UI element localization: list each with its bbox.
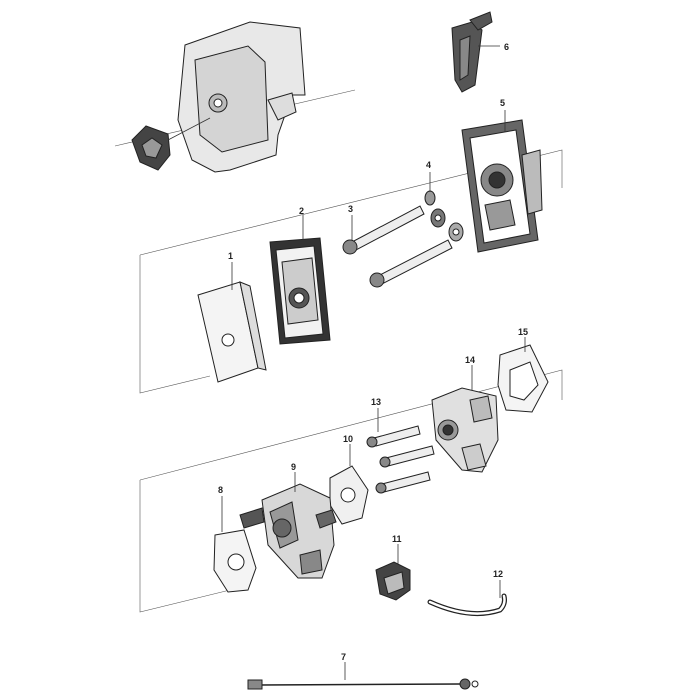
part-15-gasket	[497, 337, 549, 413]
callout-4: 4	[426, 160, 431, 170]
callout-15: 15	[518, 327, 528, 337]
callout-11: 11	[392, 534, 402, 544]
callout-5: 5	[500, 98, 505, 108]
callout-12: 12	[493, 569, 503, 579]
part-6-bracket	[451, 11, 500, 93]
callout-labels: 1 2 3 4 5 6 7 8 9 10 11 12 13 14 15	[218, 42, 528, 662]
callout-3: 3	[348, 204, 353, 214]
part-11-fuel-filter	[375, 544, 411, 601]
callout-14: 14	[465, 355, 475, 365]
callout-8: 8	[218, 485, 223, 495]
part-1-air-filter	[197, 262, 267, 383]
callout-6: 6	[504, 42, 509, 52]
part-14-intake	[431, 365, 499, 473]
part-10-gasket	[329, 444, 369, 525]
part-5-filter-housing	[461, 110, 543, 253]
callout-13: 13	[371, 397, 381, 407]
callout-10: 10	[343, 434, 353, 444]
callout-9: 9	[291, 462, 296, 472]
part-7-cable	[247, 662, 479, 690]
part-8-gasket	[213, 496, 257, 593]
callout-2: 2	[299, 206, 304, 216]
part-12-fuel-hose	[427, 580, 507, 617]
part-4-washers	[424, 172, 464, 242]
callout-1: 1	[228, 251, 233, 261]
part-13-screws	[366, 408, 435, 494]
part-3-screws	[342, 205, 453, 288]
part-9-carburetor	[239, 472, 337, 579]
part-2-filter-frame	[269, 215, 331, 345]
callout-7: 7	[341, 652, 346, 662]
top-cover	[131, 21, 306, 173]
